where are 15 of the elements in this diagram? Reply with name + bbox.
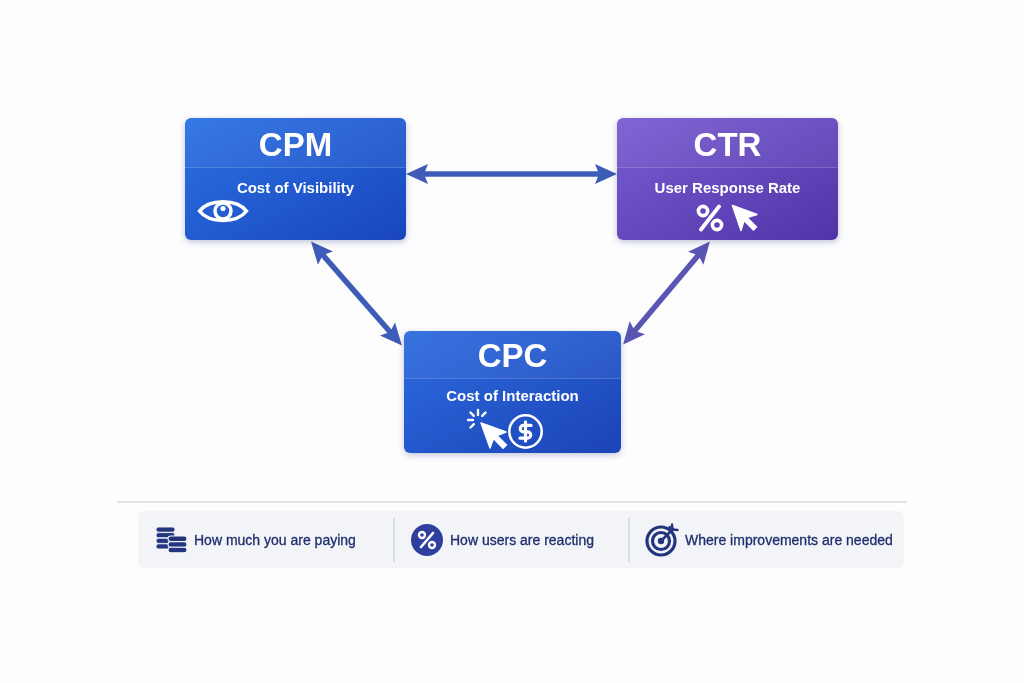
card-subtitle: Cost of Visibility xyxy=(236,179,355,197)
card-title: CPM xyxy=(258,125,333,164)
card-subtitle: User Response Rate xyxy=(654,179,801,197)
legend-text: Where improvements are needed xyxy=(685,530,893,549)
double-arrow xyxy=(623,241,710,345)
card-subtitle: Cost of Interaction xyxy=(446,387,579,405)
card-title: CPC xyxy=(477,336,548,375)
metric-card xyxy=(617,118,838,240)
card-title: CTR xyxy=(693,125,762,164)
double-arrow xyxy=(311,241,402,346)
legend-text: How users are reacting xyxy=(450,530,594,549)
double-arrow xyxy=(406,164,617,185)
metric-card xyxy=(185,118,406,240)
metric-card xyxy=(404,331,621,453)
legend-text: How much you are paying xyxy=(194,530,356,549)
